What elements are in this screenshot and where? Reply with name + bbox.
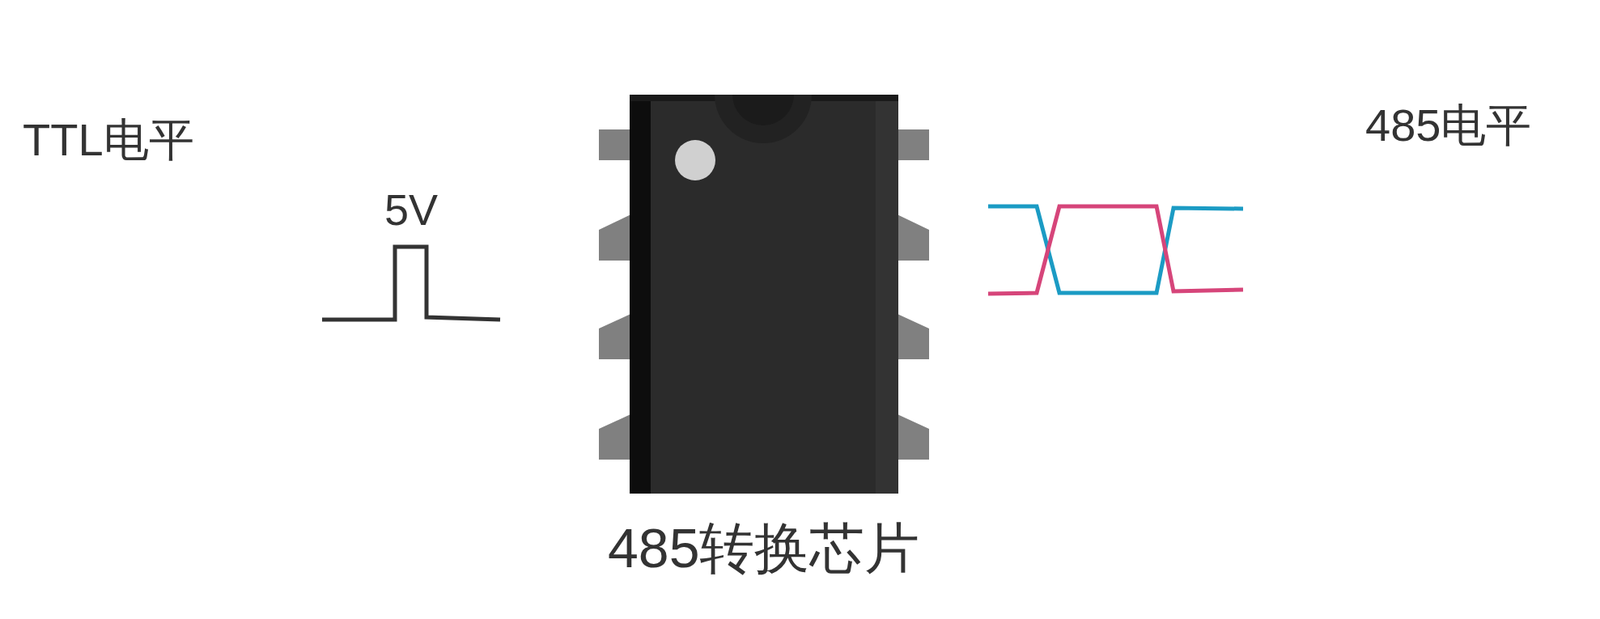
label-text: 5V [384,187,438,232]
pin1-dot [674,140,716,181]
ttl-pulse [322,246,501,320]
chip-notch [732,94,794,126]
rs485-a-line [988,206,1244,293]
chip-node: 485转换芯片 [594,94,934,581]
chip-caption: 485转换芯片 [607,520,920,576]
chip-edge [875,94,899,494]
chip-edge [629,94,651,494]
chip-body [629,94,899,494]
label-text: TTL电平 [22,117,195,163]
label-text: 485电平 [1365,102,1532,149]
chip-notch [714,94,812,144]
rs485-b-line [988,206,1244,294]
